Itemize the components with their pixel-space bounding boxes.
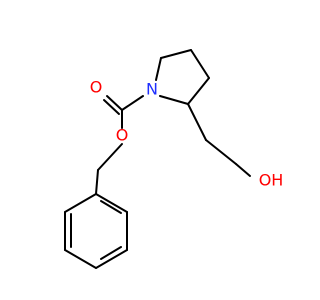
bond-o-ch2 [97,143,123,171]
bond-ch2-ring [95,169,99,195]
benzene-bond-6 [64,193,97,213]
benzene-bond-4 [64,249,97,269]
chemical-structure-canvas: N O O OH [64,49,284,269]
bond-c3-c4 [190,49,210,79]
nitrogen-label: N [146,80,158,99]
bond-n-c2 [159,95,189,105]
benzene-bond-3 [95,249,128,269]
bond-carbonyl-o-double-2 [103,99,120,115]
bond-ch2-oh [235,163,251,177]
benzene-inner-bond-1 [100,200,122,214]
carbonyl-oxygen-label: O [90,78,103,97]
benzene-bond-1 [95,193,128,213]
bond-c2-c3 [187,77,210,105]
bond-carbonyl-o-double-1 [106,95,123,111]
atom-label-layer: N O O OH [90,78,284,190]
bond-n-carbonyl [121,95,144,111]
benzene-inner-bond-2 [100,246,122,260]
ester-oxygen-label: O [116,126,129,145]
bond-layer [64,49,251,269]
bond-c2-ch2 [187,103,207,141]
hydroxyl-label: OH [259,171,284,190]
bond-c4-c5 [160,49,192,59]
molecule-diagram: N O O OH [64,49,284,269]
bond-ch2-ch2 [205,139,237,165]
bond-c5-n [155,57,162,81]
